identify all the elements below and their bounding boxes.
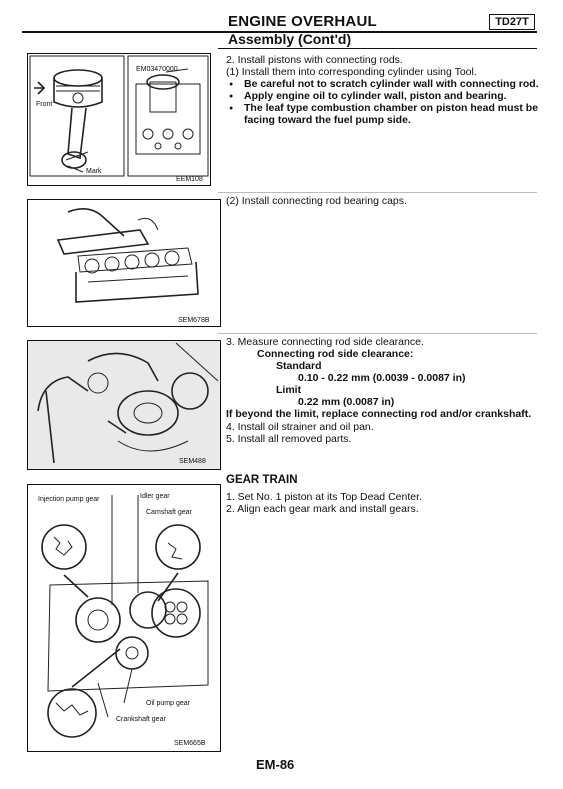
spec-title: Connecting rod side clearance: xyxy=(257,348,414,360)
label-crankshaft-gear: Crankshaft gear xyxy=(116,716,166,723)
bullet-leaf-cont: facing toward the fuel pump side. xyxy=(244,114,411,126)
divider xyxy=(218,333,537,334)
model-badge: TD27T xyxy=(489,14,535,30)
spec-standard-label: Standard xyxy=(276,360,322,372)
figure-code: SEM488 xyxy=(179,458,206,465)
spec-standard-value: 0.10 - 0.22 mm (0.0039 - 0.0087 in) xyxy=(298,372,466,384)
figure-code: SEM665B xyxy=(174,740,206,747)
label-front: Front xyxy=(36,101,53,108)
bearing-caps-illustration xyxy=(56,208,199,303)
step-2-1-line: (1) Install them into corresponding cyli… xyxy=(226,66,477,78)
label-oil-pump-gear: Oil pump gear xyxy=(146,700,190,707)
divider xyxy=(218,192,537,193)
page-header-title: ENGINE OVERHAUL xyxy=(228,13,377,30)
gear-train-illustration xyxy=(41,495,209,738)
gear-train-heading: GEAR TRAIN xyxy=(226,474,298,486)
label-idler-gear: Idler gear xyxy=(140,493,170,500)
figure-code: EEM108 xyxy=(176,176,203,183)
label-tool: EM03470000 xyxy=(136,66,178,73)
step-4-line: 4. Install oil strainer and oil pan. xyxy=(226,421,374,433)
gear-step-2: 2. Align each gear mark and install gear… xyxy=(226,503,419,515)
step-5-line: 5. Install all removed parts. xyxy=(226,433,352,445)
step-3-line: 3. Measure connecting rod side clearance… xyxy=(226,336,424,348)
figure-code: SEM678B xyxy=(178,317,210,324)
header-rule xyxy=(22,31,537,33)
step-2-line: 2. Install pistons with connecting rods. xyxy=(226,54,403,66)
section-title: Assembly (Cont'd) xyxy=(228,31,352,47)
figure-gear-train: Injection pump gear Idler gear Camshaft … xyxy=(27,484,221,752)
spec-limit-label: Limit xyxy=(276,384,302,396)
side-clearance-illustration xyxy=(28,341,220,469)
figure-bearing-caps: SEM678B xyxy=(27,199,221,327)
bullet-leaf: The leaf type combustion chamber on pist… xyxy=(229,102,538,115)
figure-side-clearance: SEM488 xyxy=(27,340,221,470)
spec-limit-value: 0.22 mm (0.0087 in) xyxy=(298,396,395,408)
label-injection-pump-gear: Injection pump gear xyxy=(38,496,100,503)
page-number: EM-86 xyxy=(256,757,295,772)
figure-piston-install: Front EM03470000 Mark EEM108 xyxy=(27,53,211,186)
gear-step-1: 1. Set No. 1 piston at its Top Dead Cent… xyxy=(226,491,422,503)
bullet-scratch: Be careful not to scratch cylinder wall … xyxy=(229,78,539,91)
spec-warning: If beyond the limit, replace connecting … xyxy=(226,408,532,420)
bullet-oil: Apply engine oil to cylinder wall, pisto… xyxy=(229,90,507,103)
label-mark: Mark xyxy=(86,168,102,175)
step-2-2-line: (2) Install connecting rod bearing caps. xyxy=(226,195,407,207)
piston-install-illustration xyxy=(29,55,209,177)
label-camshaft-gear: Camshaft gear xyxy=(146,509,192,516)
section-rule xyxy=(218,48,537,49)
